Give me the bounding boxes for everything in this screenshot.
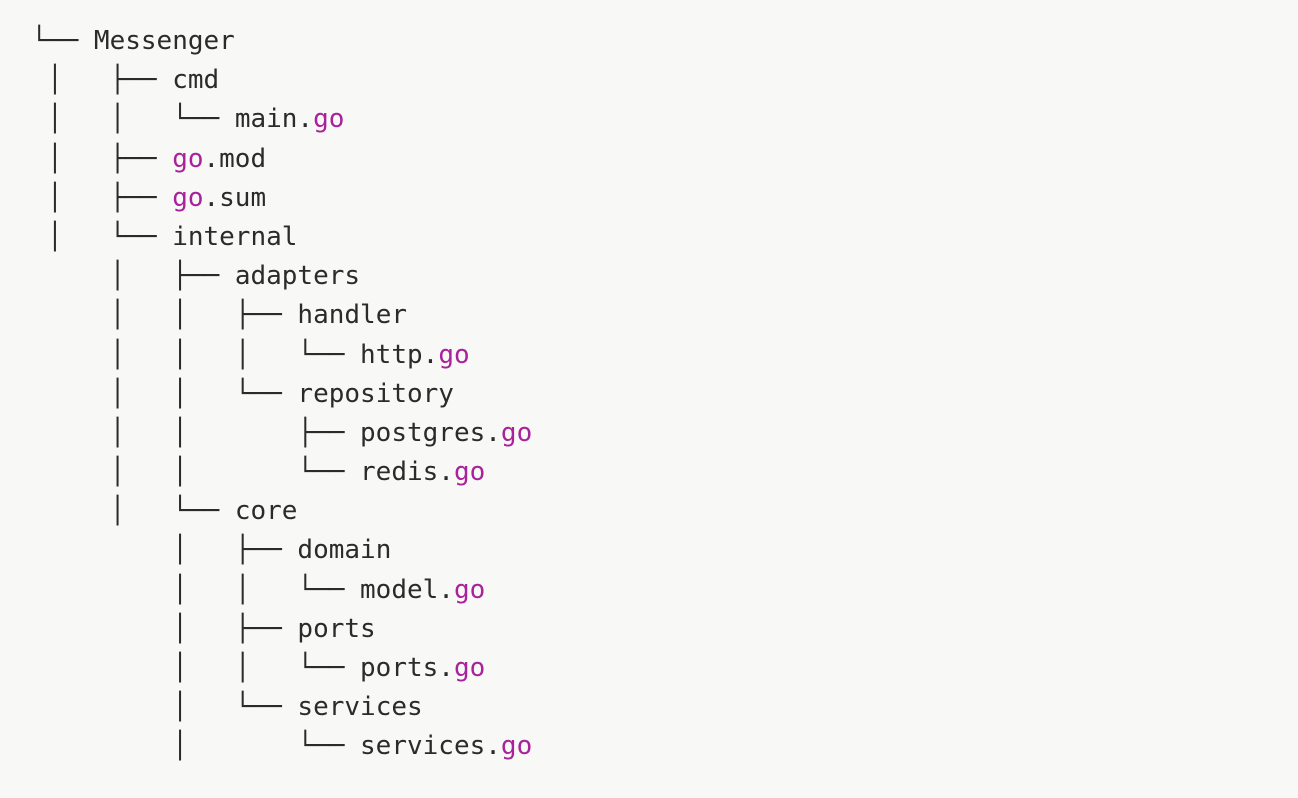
- go-token: go: [438, 339, 470, 370]
- tree-file-label[interactable]: model.go: [360, 575, 485, 605]
- tree-row[interactable]: │ ├── cmd: [0, 61, 1298, 100]
- tree-branch-glyph: │ └──: [0, 692, 298, 723]
- tree-branch-glyph: │ └──: [0, 221, 173, 252]
- go-token: go: [172, 182, 204, 213]
- tree-row[interactable]: │ └── internal: [0, 218, 1298, 257]
- tree-file-label[interactable]: go.mod: [172, 144, 266, 174]
- go-token: go: [313, 104, 345, 135]
- tree-file-label[interactable]: main.go: [235, 104, 345, 134]
- tree-row[interactable]: │ │ └── redis.go: [0, 453, 1298, 492]
- go-token: go: [453, 653, 486, 683]
- tree-file-label[interactable]: go.sum: [172, 183, 266, 213]
- go-token: go: [453, 574, 486, 605]
- name-text: model.: [360, 574, 454, 605]
- tree-directory-label[interactable]: handler: [297, 300, 407, 330]
- name-text: cmd: [172, 65, 220, 96]
- tree-directory-label[interactable]: core: [235, 496, 298, 526]
- tree-branch-glyph: │ ├──: [0, 182, 173, 213]
- name-text: adapters: [234, 261, 361, 292]
- tree-branch-glyph: │ │ └──: [0, 378, 298, 409]
- name-text: .sum: [203, 182, 267, 213]
- tree-row[interactable]: │ ├── ports: [0, 610, 1298, 649]
- tree-directory-label[interactable]: Messenger: [94, 26, 235, 56]
- tree-branch-glyph: │ ├──: [0, 143, 173, 174]
- tree-row[interactable]: │ ├── domain: [0, 531, 1298, 570]
- tree-row[interactable]: │ │ ├── postgres.go: [0, 414, 1298, 453]
- tree-directory-label[interactable]: domain: [297, 535, 391, 565]
- name-text: http.: [360, 339, 439, 370]
- tree-row[interactable]: │ ├── go.sum: [0, 179, 1298, 218]
- tree-file-label[interactable]: http.go: [360, 340, 470, 370]
- tree-row[interactable]: │ │ └── model.go: [0, 571, 1298, 610]
- tree-branch-glyph: │ │ └──: [0, 104, 235, 135]
- tree-file-label[interactable]: services.go: [360, 731, 532, 761]
- tree-branch-glyph: │ └──: [0, 731, 361, 762]
- tree-branch-glyph: │ ├──: [0, 535, 298, 566]
- tree-file-label[interactable]: ports.go: [360, 653, 485, 683]
- name-text: domain: [297, 535, 392, 566]
- name-text: handler: [297, 300, 407, 331]
- name-text: core: [234, 496, 298, 527]
- tree-row[interactable]: │ ├── go.mod: [0, 140, 1298, 179]
- tree-branch-glyph: │ ├──: [0, 613, 298, 644]
- tree-row[interactable]: │ │ └── main.go: [0, 100, 1298, 139]
- tree-file-label[interactable]: redis.go: [360, 457, 485, 487]
- tree-row[interactable]: │ ├── adapters: [0, 257, 1298, 296]
- name-text: services.: [360, 731, 501, 762]
- tree-row[interactable]: │ │ ├── handler: [0, 296, 1298, 335]
- tree-branch-glyph: │ │ └──: [0, 653, 361, 683]
- tree-directory-label[interactable]: internal: [172, 222, 297, 252]
- name-text: redis.: [360, 457, 454, 488]
- tree-row[interactable]: │ │ │ └── http.go: [0, 336, 1298, 375]
- go-token: go: [172, 143, 204, 174]
- tree-row[interactable]: │ └── core: [0, 492, 1298, 531]
- tree-row[interactable]: │ │ └── repository: [0, 375, 1298, 414]
- tree-directory-label[interactable]: services: [297, 692, 422, 722]
- go-token: go: [500, 731, 533, 762]
- name-text: repository: [297, 378, 454, 409]
- name-text: postgres.: [360, 417, 501, 448]
- tree-row[interactable]: │ └── services.go: [0, 727, 1298, 766]
- tree-directory-label[interactable]: adapters: [235, 261, 360, 291]
- name-text: .mod: [203, 143, 267, 174]
- name-text: internal: [172, 221, 298, 252]
- name-text: main.: [234, 104, 314, 135]
- name-text: Messenger: [93, 26, 235, 56]
- tree-directory-label[interactable]: ports: [297, 614, 375, 644]
- tree-branch-glyph: │ ├──: [0, 65, 173, 96]
- name-text: services: [297, 692, 423, 723]
- tree-file-label[interactable]: postgres.go: [360, 418, 532, 448]
- name-text: ports.: [360, 653, 454, 683]
- name-text: ports: [297, 613, 376, 644]
- tree-branch-glyph: │ │ ├──: [0, 417, 361, 448]
- tree-branch-glyph: │ │ └──: [0, 457, 361, 488]
- tree-branch-glyph: │ │ ├──: [0, 300, 298, 331]
- tree-row[interactable]: └── Messenger: [0, 22, 1298, 61]
- tree-row[interactable]: │ └── services: [0, 688, 1298, 727]
- tree-branch-glyph: │ └──: [0, 496, 235, 527]
- go-token: go: [453, 457, 486, 488]
- go-token: go: [500, 417, 533, 448]
- tree-branch-glyph: └──: [0, 26, 94, 56]
- tree-directory-label[interactable]: repository: [297, 379, 454, 409]
- tree-branch-glyph: │ ├──: [0, 261, 235, 292]
- tree-branch-glyph: │ │ │ └──: [0, 339, 361, 370]
- tree-branch-glyph: │ │ └──: [0, 574, 361, 605]
- tree-directory-label[interactable]: cmd: [172, 65, 219, 95]
- tree-row[interactable]: │ │ └── ports.go: [0, 649, 1298, 688]
